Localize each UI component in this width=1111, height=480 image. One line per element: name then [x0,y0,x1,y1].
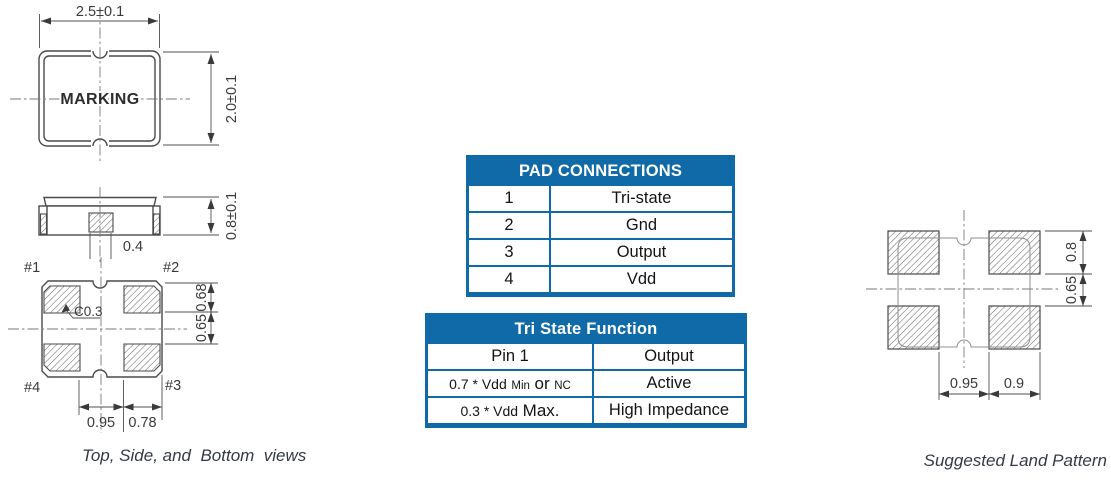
side-view: 0.4 0.8±0.1 [38,187,240,262]
table-row: 2 Gnd [469,211,732,238]
table-row: 0.3 * Vdd Max. High Impedance [428,396,744,423]
pad-number-cell: 1 [504,189,514,207]
land-pattern-drawing: 0.8 0.65 0.95 0.9 [866,210,1092,400]
side-height-dim: 0.8±0.1 [224,192,240,240]
pin2-label: #2 [163,260,179,276]
tri-state-col1-header: Pin 1 [491,347,529,365]
tri-state-output-cell: High Impedance [592,398,744,423]
land-dim-09: 0.9 [1004,376,1024,392]
pad-function-cell: Output [549,240,732,265]
pad-function-cell: Tri-state [549,186,732,211]
bottom-dim-068: 0.68 [194,283,210,311]
pad-function-cell: Gnd [549,213,732,238]
side-pad-dim: 0.4 [123,239,143,255]
bottom-view: C0.3 #1 #2 #4 #3 0.68 0.65 0.95 0.78 [8,257,218,433]
tri-state-col2-header: Output [592,344,744,369]
land-pad-2 [988,230,1041,275]
land-pattern-caption: Suggested Land Pattern [923,451,1107,470]
pad-connections-title: PAD CONNECTIONS [469,158,732,184]
marking-label: MARKING [60,91,139,108]
side-center-pad [88,212,114,233]
tri-state-title: Tri State Function [428,316,744,342]
tri-state-table: Tri State Function Pin 1 Output 0.7 * Vd… [425,313,747,428]
pin1-label: #1 [24,260,40,276]
land-dim-095: 0.95 [950,376,978,392]
pad-1 [43,285,81,314]
pad-function-cell: Vdd [549,267,732,292]
table-row: 4 Vdd [469,265,732,292]
pad-number-cell: 4 [504,270,514,288]
land-dim-065: 0.65 [1064,276,1080,304]
land-pad-3 [988,305,1041,350]
pin4-label: #4 [24,380,40,396]
tri-state-output-cell: Active [592,371,744,396]
land-pad-1 [887,230,940,275]
tri-state-condition-cell: 0.3 * Vdd Max. [460,401,560,420]
tri-state-condition-cell: 0.7 * Vdd Min or NC [449,374,571,393]
pad-2 [123,285,161,314]
pad-4 [43,343,81,372]
bottom-dim-065: 0.65 [194,314,210,342]
table-row: 3 Output [469,238,732,265]
package-views-drawing: MARKING 2.5±0.1 2.0±0.1 0.4 0.8±0. [8,4,240,433]
views-caption: Top, Side, and Bottom views [82,446,307,465]
pad-number-cell: 3 [504,243,514,261]
pad-connections-table: PAD CONNECTIONS 1 Tri-state 2 Gnd 3 Outp… [466,155,735,297]
pin3-label: #3 [165,378,181,394]
top-width-dim: 2.5±0.1 [76,4,124,20]
pad-number-cell: 2 [504,216,514,234]
table-row: Pin 1 Output [428,342,744,369]
package-outline-overlay [897,237,1031,348]
land-pad-4 [887,305,940,350]
top-view: MARKING 2.5±0.1 2.0±0.1 [10,4,240,163]
pad-3 [123,343,161,372]
chamfer-dim: C0.3 [74,304,103,319]
bottom-dim-095: 0.95 [87,415,115,431]
table-row: 0.7 * Vdd Min or NC Active [428,369,744,396]
bottom-dim-078: 0.78 [128,415,156,431]
land-dim-08: 0.8 [1064,242,1080,262]
top-height-dim: 2.0±0.1 [224,75,240,123]
table-row: 1 Tri-state [469,184,732,211]
